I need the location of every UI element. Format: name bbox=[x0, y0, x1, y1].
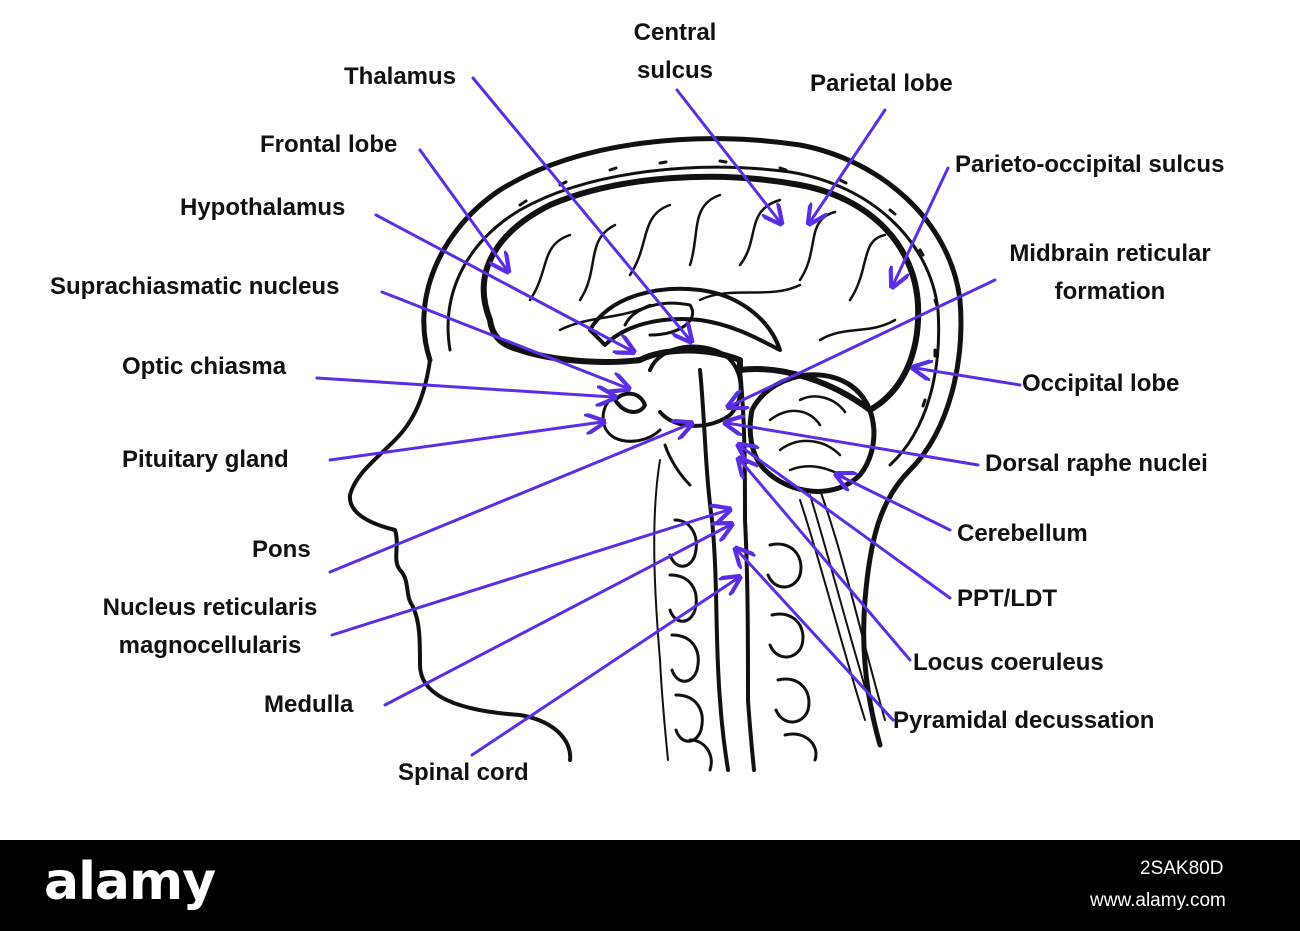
arrow-ppt-ldt bbox=[740, 446, 952, 600]
arrow-optic-chiasma bbox=[315, 376, 613, 397]
gyri bbox=[528, 193, 897, 342]
label-frontal-lobe: Frontal lobe bbox=[260, 131, 398, 158]
label-nucleus-line2: magnocellularis bbox=[118, 632, 302, 659]
diencephalon bbox=[648, 344, 743, 428]
label-central-sulcus-line2: sulcus bbox=[636, 57, 714, 84]
label-parieto-occipital-sulcus: Parieto-occipital sulcus bbox=[955, 151, 1225, 178]
label-midbrain-line1: Midbrain reticular bbox=[1009, 240, 1211, 267]
label-spinal-cord: Spinal cord bbox=[398, 759, 529, 786]
arrow-medulla bbox=[383, 525, 730, 707]
label-midbrain-line2: formation bbox=[1054, 278, 1166, 305]
label-pyramidal-decussation: Pyramidal decussation bbox=[893, 707, 1155, 734]
arrow-hypothalamus bbox=[374, 213, 632, 351]
arrow-pyramidal-decussation bbox=[737, 550, 895, 722]
label-optic-chiasma: Optic chiasma bbox=[122, 353, 287, 380]
arrow-midbrain-reticular-formation bbox=[730, 278, 997, 406]
arrow-spinal-cord bbox=[470, 578, 738, 757]
site-url: www.alamy.com bbox=[1090, 890, 1226, 911]
arrow-thalamus bbox=[471, 76, 690, 340]
corpus-callosum bbox=[588, 286, 782, 352]
optic-chiasma bbox=[613, 391, 647, 414]
brainstem bbox=[698, 368, 730, 772]
vertebrae-back bbox=[766, 542, 818, 762]
pituitary bbox=[601, 398, 692, 487]
label-medulla: Medulla bbox=[264, 691, 354, 718]
pointer-arrows bbox=[315, 76, 1022, 757]
arrow-central-sulcus bbox=[675, 88, 780, 222]
label-pituitary-gland: Pituitary gland bbox=[122, 446, 289, 473]
brand-logo: alamy bbox=[44, 852, 216, 912]
cerebellum-folia bbox=[768, 395, 847, 480]
image-id: 2SAK80D bbox=[1140, 858, 1224, 879]
skull-inner bbox=[446, 165, 941, 467]
skull-outer bbox=[421, 136, 964, 748]
label-thalamus: Thalamus bbox=[344, 63, 457, 90]
label-nucleus-reticularis-magnocellularis: Nucleus reticularis magnocellularis bbox=[80, 589, 340, 665]
label-pons: Pons bbox=[252, 536, 311, 563]
label-midbrain-reticular-formation: Midbrain reticular formation bbox=[985, 235, 1235, 311]
arrow-parietal-lobe bbox=[810, 108, 887, 222]
arrow-dorsal-raphe-nuclei bbox=[727, 423, 980, 467]
label-central-sulcus-line1: Central bbox=[633, 19, 717, 46]
arrow-nucleus-reticularis-magnocellularis bbox=[330, 510, 728, 637]
label-central-sulcus: Central sulcus bbox=[600, 14, 750, 90]
label-ppt-ldt: PPT/LDT bbox=[957, 585, 1057, 612]
stock-footer: alamy 2SAK80D www.alamy.com bbox=[0, 840, 1300, 931]
arrow-cerebellum bbox=[838, 475, 952, 532]
skull-texture bbox=[518, 159, 939, 408]
label-hypothalamus: Hypothalamus bbox=[180, 194, 346, 221]
brain-outline bbox=[480, 173, 922, 413]
label-occipital-lobe: Occipital lobe bbox=[1022, 370, 1180, 397]
cerebellum bbox=[747, 372, 877, 494]
vertebrae-front bbox=[668, 518, 713, 772]
brain-sagittal-diagram bbox=[315, 76, 1022, 772]
arrow-pons bbox=[328, 424, 690, 574]
label-suprachiasmatic-nucleus: Suprachiasmatic nucleus bbox=[50, 273, 340, 300]
label-parietal-lobe: Parietal lobe bbox=[810, 70, 953, 97]
face-profile bbox=[347, 358, 573, 762]
arrow-parieto-occipital-sulcus bbox=[893, 166, 950, 285]
arrow-pituitary-gland bbox=[328, 422, 602, 462]
label-nucleus-line1: Nucleus reticularis bbox=[102, 594, 318, 621]
arrow-suprachiasmatic-nucleus bbox=[380, 290, 627, 388]
label-locus-coeruleus: Locus coeruleus bbox=[913, 649, 1104, 676]
label-dorsal-raphe-nuclei: Dorsal raphe nuclei bbox=[985, 450, 1208, 477]
label-cerebellum: Cerebellum bbox=[957, 520, 1088, 547]
arrow-occipital-lobe bbox=[915, 368, 1022, 387]
brainstem-back bbox=[738, 368, 756, 772]
arrow-locus-coeruleus bbox=[740, 460, 912, 662]
arrow-frontal-lobe bbox=[418, 148, 507, 270]
neck-muscles bbox=[653, 459, 886, 761]
